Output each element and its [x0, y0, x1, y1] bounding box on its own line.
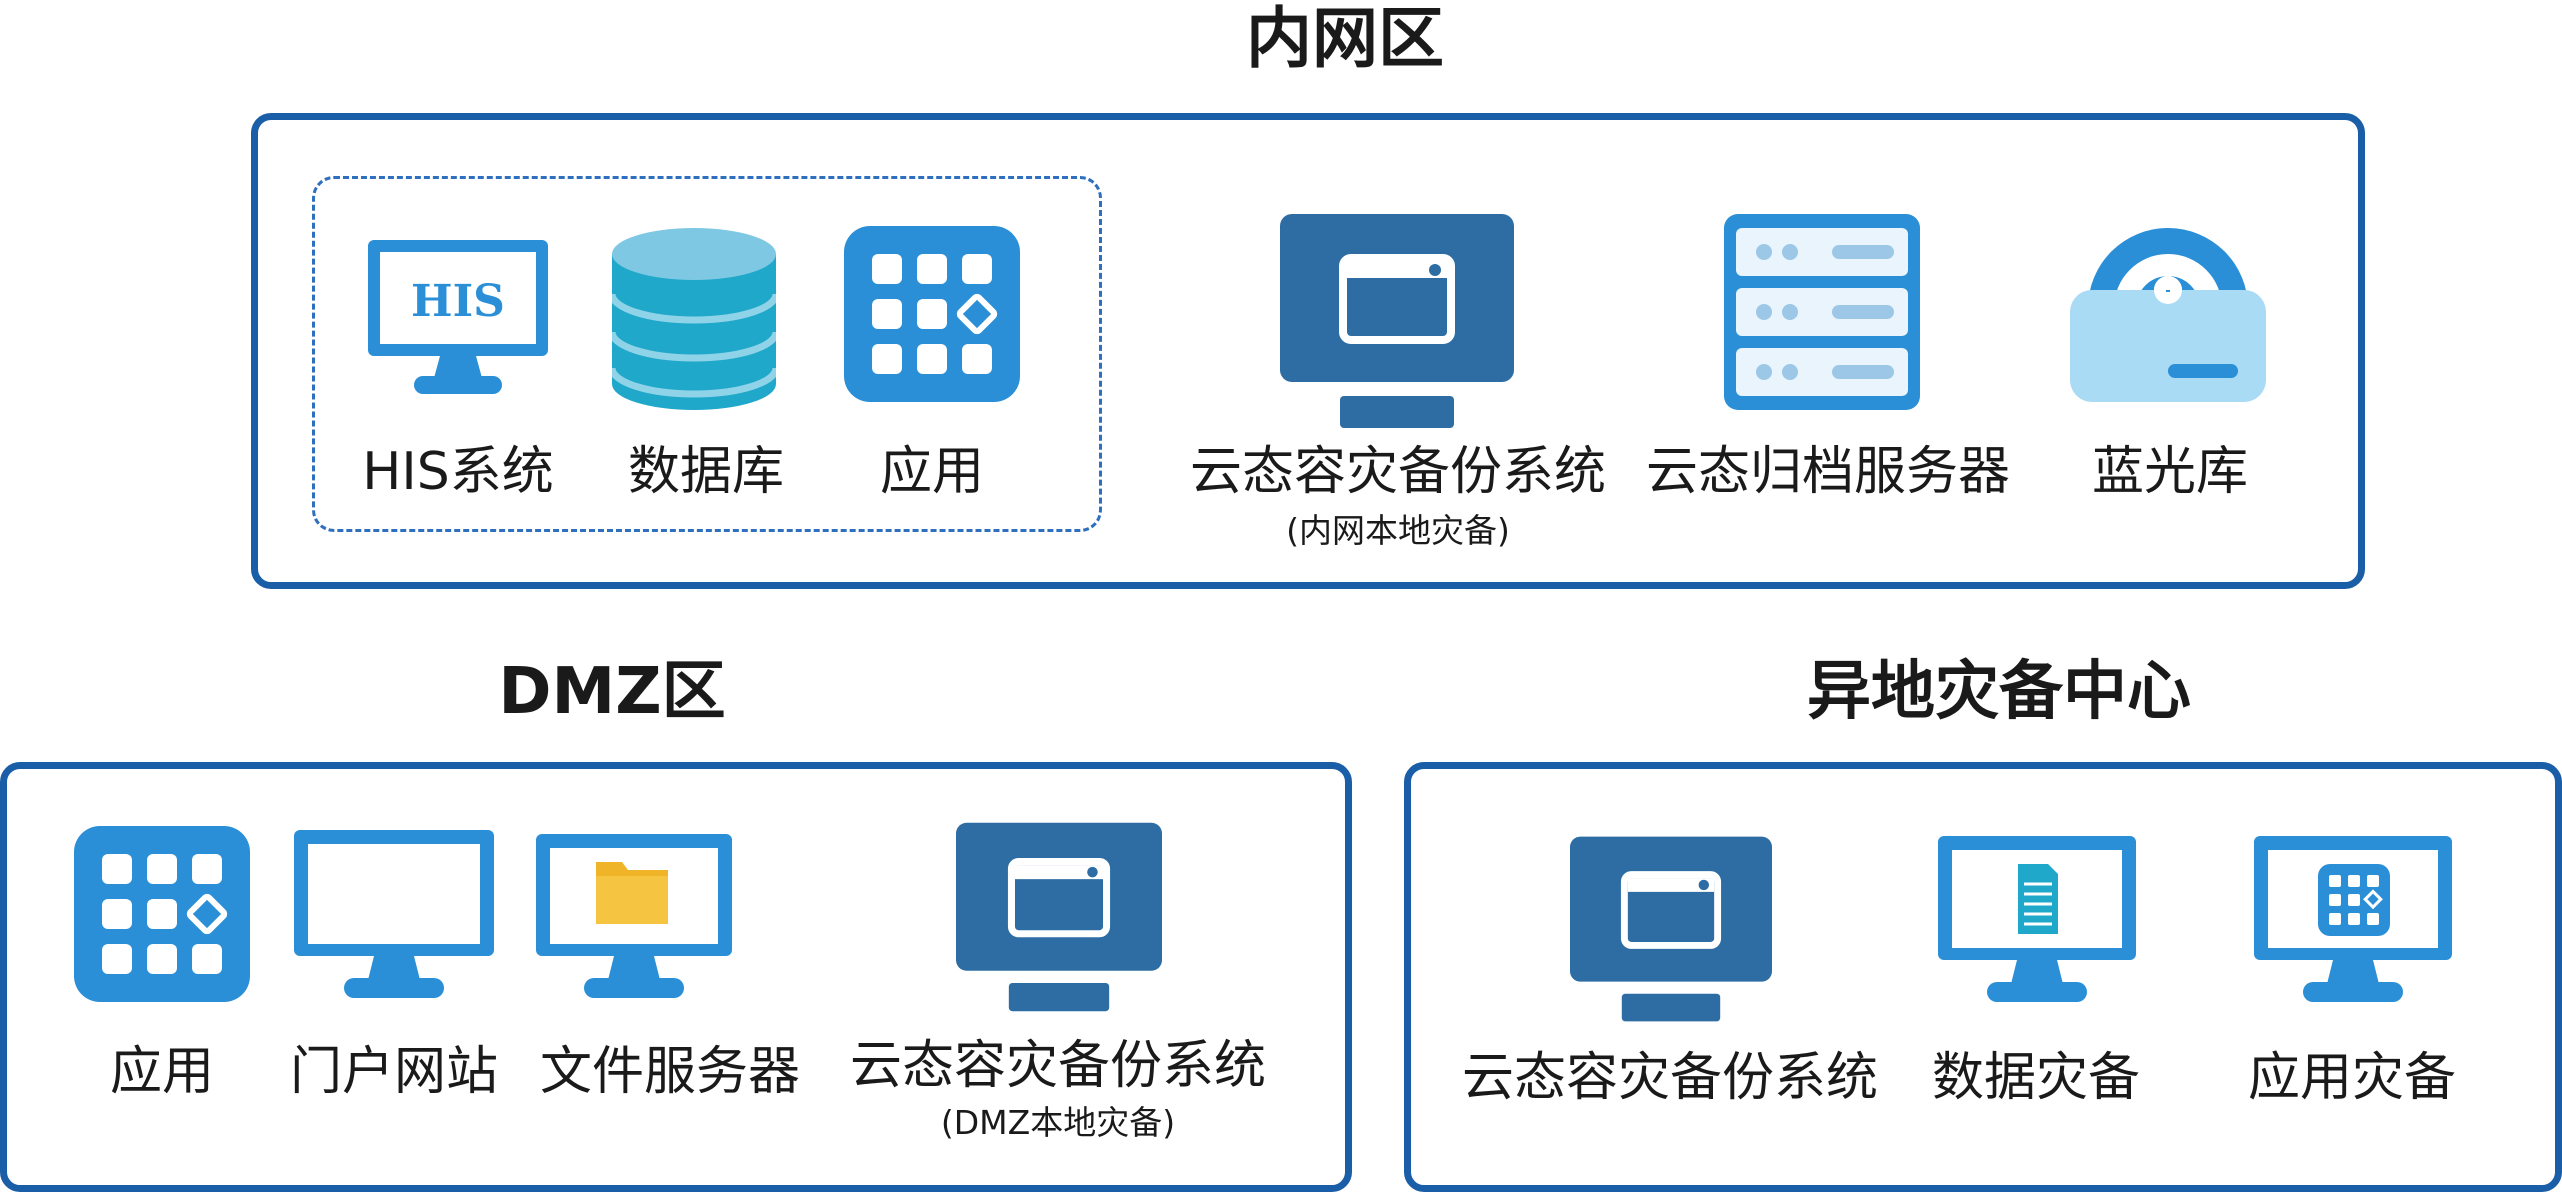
offsite-zone-title: 异地灾备中心 [1807, 655, 2191, 729]
dmz-zone-title: DMZ区 [498, 655, 726, 729]
database-label: 数据库 [627, 442, 785, 502]
his-label: HIS系统 [362, 442, 554, 502]
document-monitor-icon [1938, 836, 2136, 1002]
intranet-backup-label: 云态容灾备份系统 [1189, 442, 1607, 502]
monitor-icon [294, 830, 494, 998]
backup-monitor-icon [1280, 214, 1514, 428]
dmz-backup-sublabel: (DMZ本地灾备) [940, 1103, 1176, 1142]
database-icon [612, 228, 776, 410]
offsite-backup-label: 云态容灾备份系统 [1461, 1048, 1879, 1108]
optical-disc-drive-icon [2070, 228, 2266, 402]
data-backup-label: 数据灾备 [1931, 1048, 2141, 1108]
fileserver-label: 文件服务器 [539, 1042, 801, 1102]
dmz-app-label: 应用 [109, 1042, 215, 1102]
app-backup-label: 应用灾备 [2247, 1048, 2457, 1108]
app-label: 应用 [879, 442, 985, 502]
his-screen-text: HIS [411, 276, 505, 327]
dmz-backup-label: 云态容灾备份系统 [849, 1036, 1267, 1096]
his-monitor-icon: HIS [368, 240, 548, 394]
intranet-backup-sublabel: (内网本地灾备) [1286, 511, 1510, 550]
backup-monitor-icon [956, 822, 1162, 1012]
intranet-zone-title: 内网区 [1246, 0, 1444, 77]
bluray-label: 蓝光库 [2091, 442, 2249, 502]
app-grid-icon [844, 226, 1020, 402]
portal-label: 门户网站 [289, 1042, 499, 1102]
server-rack-icon [1724, 214, 1920, 410]
app-monitor-icon [2254, 836, 2452, 1002]
intranet-business-group [312, 176, 1102, 532]
archive-server-label: 云态归档服务器 [1645, 442, 2011, 502]
intranet-zone-panel [251, 113, 2365, 589]
app-grid-icon [74, 826, 250, 1002]
dmz-zone-panel [0, 762, 1352, 1192]
folder-monitor-icon [536, 834, 732, 998]
offsite-zone-panel [1404, 762, 2562, 1192]
backup-monitor-icon [1570, 836, 1772, 1022]
